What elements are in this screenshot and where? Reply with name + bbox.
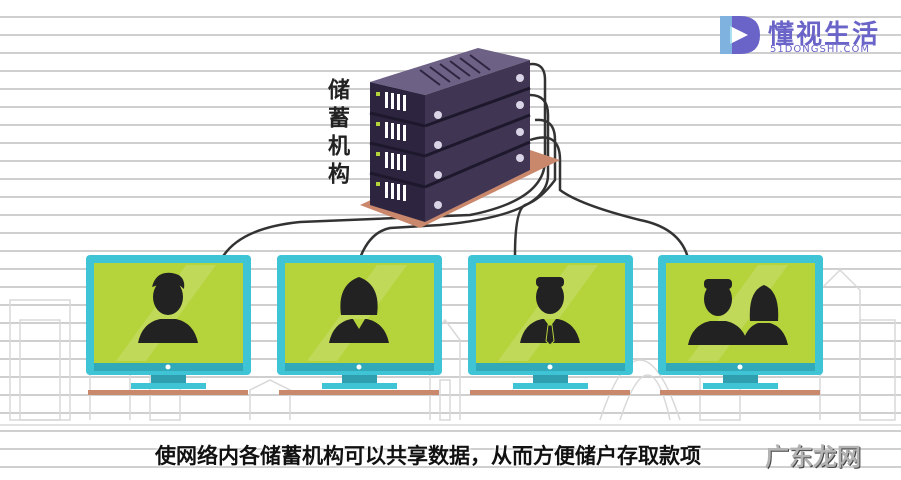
brand-domain: 51DONGSHI.COM — [770, 44, 871, 55]
user-male-icon — [138, 272, 198, 343]
monitor-1 — [86, 255, 251, 395]
monitor-4 — [658, 255, 823, 395]
brand-name: 懂视生活 — [768, 20, 881, 50]
server-label: 储蓄机构 — [324, 78, 349, 190]
subtitle-caption: 使网络内各储蓄机构可以共享数据，从而方便储户存取款项 — [155, 444, 701, 468]
watermark-text: 广东龙网 — [765, 443, 861, 471]
brand-logo: 懂视生活 51DONGSHI.COM — [716, 12, 886, 60]
user-couple-icon — [688, 279, 788, 345]
user-female-icon — [329, 277, 389, 343]
monitor-3 — [468, 255, 633, 395]
play-d-logo-icon — [720, 16, 760, 54]
monitor-2 — [277, 255, 442, 395]
user-male-tie-icon — [520, 277, 580, 346]
